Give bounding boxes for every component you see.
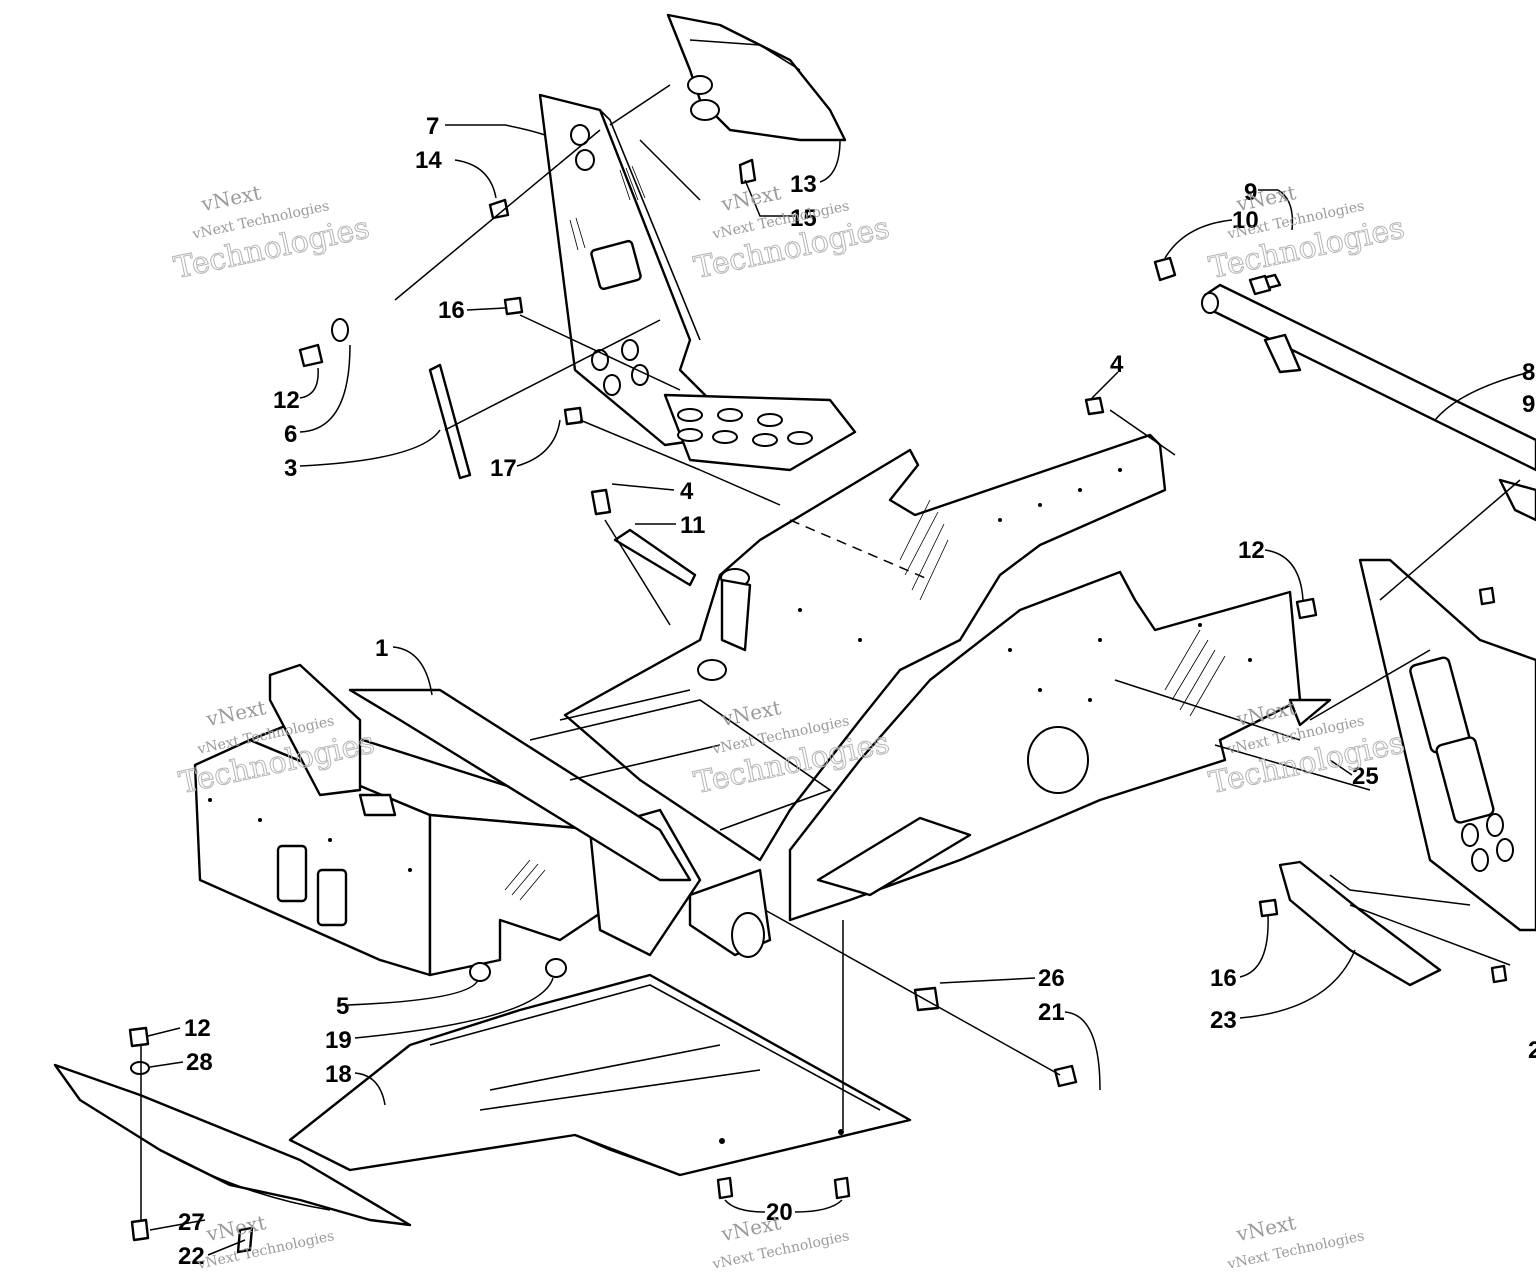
callout-5: 5	[336, 993, 349, 1020]
callout-4a: 4	[680, 478, 694, 505]
callout-15: 15	[790, 205, 817, 232]
watermark-9: vNext vNext Technologies	[1225, 1210, 1365, 1273]
callout-28: 28	[186, 1049, 213, 1076]
callout-7: 7	[426, 113, 439, 140]
belly-pan	[288, 973, 912, 1177]
watermark-7: vNext vNext Technologies	[195, 1210, 335, 1273]
front-bumper	[53, 1063, 412, 1227]
callout-27: 27	[178, 1209, 205, 1236]
callout-14: 14	[415, 147, 442, 174]
svg-text:vNext: vNext	[203, 1210, 268, 1246]
svg-text:vNext: vNext	[718, 1210, 783, 1246]
callout-13: 13	[790, 171, 817, 198]
callout-12c: 12	[184, 1015, 211, 1042]
callout-1: 1	[375, 635, 388, 662]
bracket	[1278, 860, 1442, 987]
watermark-3: vNext vNext Technologies Technologies	[1206, 180, 1408, 286]
steering-support-left	[538, 93, 857, 472]
leader-lines	[140, 84, 1531, 1256]
steering-support-right	[1288, 558, 1536, 932]
callout-3: 3	[284, 455, 297, 482]
callout-25: 25	[1352, 763, 1379, 790]
watermark-1: vNext vNext Technologies Technologies	[171, 180, 373, 286]
callout-16b: 16	[1210, 965, 1237, 992]
callout-11: 11	[680, 512, 705, 539]
svg-text:vNext: vNext	[203, 695, 268, 731]
callout-6: 6	[284, 421, 297, 448]
hardware	[128, 158, 1508, 1254]
callout-10: 10	[1232, 207, 1259, 234]
steering-cover	[666, 13, 847, 142]
callout-26: 26	[1038, 965, 1065, 992]
callout-9a: 9	[1244, 179, 1257, 206]
callout-21: 21	[1038, 999, 1065, 1026]
svg-text:vNext: vNext	[718, 180, 783, 216]
svg-text:vNext: vNext	[1233, 1210, 1298, 1246]
callout-19: 19	[325, 1027, 352, 1054]
callout-2x: 2	[1528, 1037, 1536, 1064]
chassis-frame	[193, 433, 1302, 977]
callout-18: 18	[325, 1061, 352, 1088]
callout-16a: 16	[438, 297, 465, 324]
callout-labels: 7 14 13 15 16 12 6 3 17 4 11 1 4 12 9 10…	[178, 113, 1536, 1270]
svg-text:vNext: vNext	[198, 180, 263, 216]
callout-23: 23	[1210, 1007, 1237, 1034]
callout-12b: 12	[1238, 537, 1265, 564]
callout-20: 20	[766, 1199, 793, 1226]
callout-17: 17	[490, 455, 517, 482]
watermark-2: vNext vNext Technologies Technologies	[691, 180, 893, 286]
callout-9b: 9	[1522, 391, 1535, 418]
callout-12a: 12	[273, 387, 300, 414]
callout-22: 22	[178, 1243, 205, 1270]
callout-8: 8	[1522, 359, 1535, 386]
callout-4b: 4	[1110, 351, 1124, 378]
